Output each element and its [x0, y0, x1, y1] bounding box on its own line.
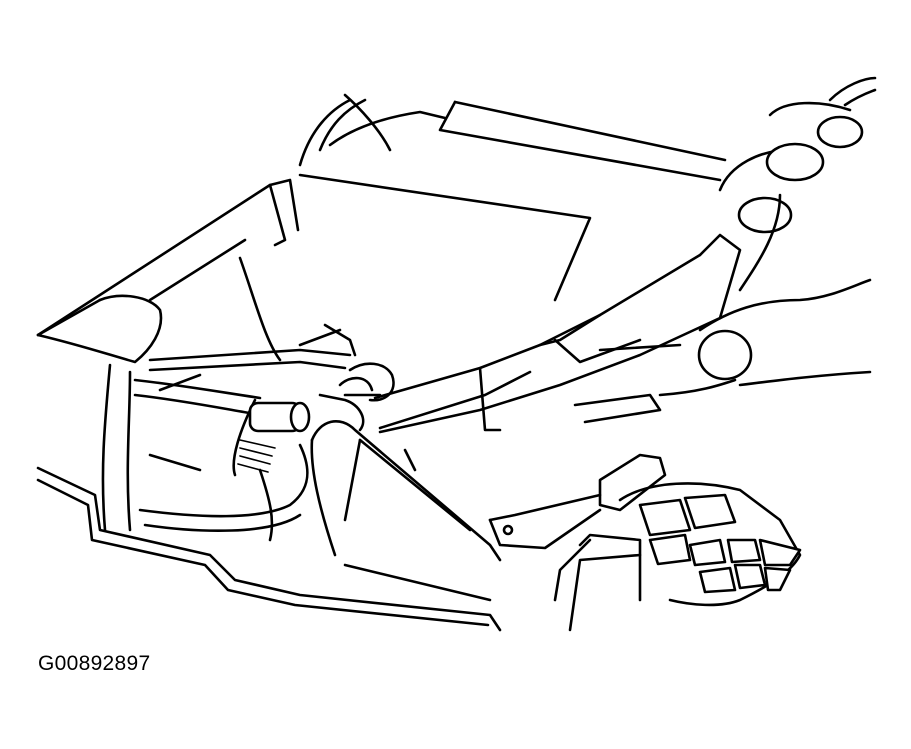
- retaining-clip: [338, 362, 395, 402]
- floor-outline: [36, 466, 502, 632]
- hinge-bracket: [36, 294, 163, 532]
- needle-nose-pliers: [373, 233, 742, 434]
- upper-panel: [36, 100, 727, 337]
- figure-id-label: G00892897: [38, 652, 151, 675]
- left-arm: [298, 93, 447, 167]
- cable-connector: [237, 401, 311, 473]
- interior-details: [148, 256, 592, 602]
- floor-bracket: [488, 453, 667, 550]
- right-hand: [658, 76, 877, 397]
- lever-arm: [310, 393, 502, 562]
- wiring-harness: [133, 348, 352, 542]
- floor-mat-grid: [568, 482, 802, 632]
